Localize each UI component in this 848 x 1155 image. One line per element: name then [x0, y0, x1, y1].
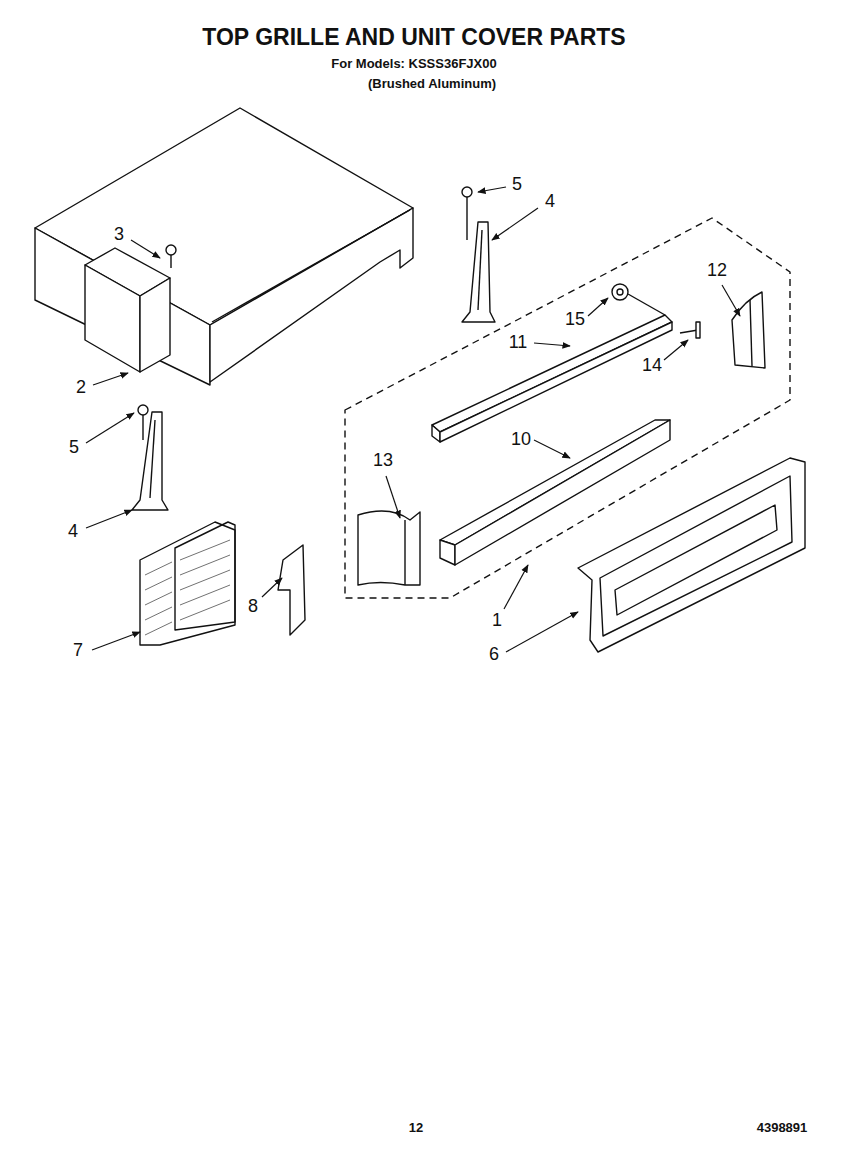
end-cap: [358, 511, 420, 585]
callout-number: 5: [512, 175, 522, 195]
callout-number: 10: [511, 430, 531, 450]
trim-bar: [440, 420, 670, 545]
model-note: For Models: KSSS36FJX00: [331, 57, 496, 71]
page-number: 12: [409, 1121, 423, 1135]
cover-front: [35, 228, 210, 385]
callout-number: 8: [248, 597, 258, 617]
bracket: [462, 222, 495, 322]
title: TOP GRILLE AND UNIT COVER PARTS: [202, 25, 625, 50]
callout-number: 13: [373, 451, 393, 471]
cover-side: [210, 208, 413, 382]
callout-number: 4: [545, 192, 555, 212]
channel: [432, 315, 672, 432]
bracket: [132, 412, 168, 510]
grille: [140, 522, 235, 645]
callout-number: 1: [492, 611, 502, 631]
callout-number: 3: [114, 225, 124, 245]
box-side: [140, 278, 170, 372]
callout-number: 12: [707, 261, 727, 281]
callout-number: 4: [68, 522, 78, 542]
callout-number: 14: [642, 356, 662, 376]
end-cap: [732, 292, 765, 368]
box-front: [85, 265, 140, 372]
callout-number: 2: [76, 378, 86, 398]
callout-number: 6: [489, 645, 499, 665]
callout-number: 15: [565, 310, 585, 330]
nut: [612, 284, 628, 300]
shield: [278, 545, 305, 635]
callout-number: 5: [69, 438, 79, 458]
document-number: 4398891: [757, 1121, 808, 1135]
callout-number: 11: [509, 333, 528, 353]
callout-number: 7: [73, 641, 83, 661]
finish-note: (Brushed Aluminum): [368, 77, 496, 91]
front-trim: [578, 458, 805, 652]
